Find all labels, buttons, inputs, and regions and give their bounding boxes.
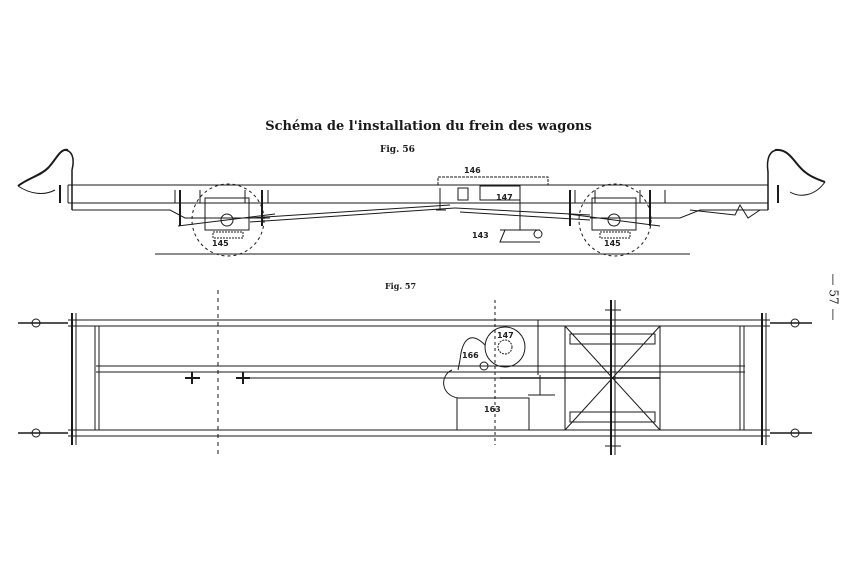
cylinder-163 — [456, 397, 530, 431]
right-couplings — [770, 318, 812, 438]
figure-57-caption: Fig. 57 — [385, 281, 417, 291]
label-166: 166 — [462, 351, 479, 360]
bogie-frame — [564, 300, 661, 455]
reservoir-147 — [479, 185, 521, 201]
right-brake-hose — [766, 148, 826, 210]
label-146: 146 — [464, 166, 481, 175]
left-wheelset — [177, 183, 276, 257]
plan-view — [18, 290, 812, 455]
left-brake-hose — [17, 148, 74, 210]
label-147: 147 — [496, 193, 513, 202]
side-view — [17, 148, 826, 257]
right-wheelset — [567, 183, 661, 257]
page-title: Schéma de l'installation du frein des wa… — [265, 119, 592, 134]
label-167: 147 — [497, 331, 514, 340]
label-143: 143 — [472, 231, 489, 240]
left-couplings — [18, 318, 68, 438]
figure-56-caption: Fig. 56 — [380, 145, 415, 155]
reservoir-167 — [484, 326, 526, 368]
label-145-right: 145 — [604, 239, 621, 248]
plank-146 — [437, 176, 549, 186]
label-163: 163 — [484, 405, 501, 414]
label-145-left: 145 — [212, 239, 229, 248]
